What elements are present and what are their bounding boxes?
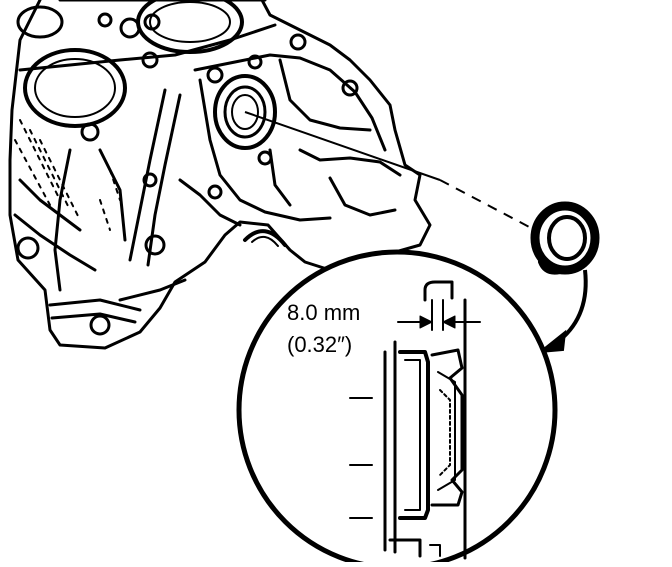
detail-view: 8.0 mm (0.32″) (236, 249, 558, 567)
alignment-line (244, 111, 536, 231)
block-seal-bore (213, 74, 277, 150)
dimension-label-mm: 8.0 mm (287, 300, 360, 325)
crankshaft-seal (530, 201, 600, 275)
cylinder-bore (23, 48, 127, 128)
detail-view-border (236, 249, 558, 567)
dimension-label-in: (0.32″) (287, 332, 352, 357)
engine-block (8, 0, 432, 350)
cylinder-bore (136, 0, 244, 54)
main-bearing-saddle (243, 229, 287, 247)
detail-arrow (536, 269, 588, 354)
block-outline (8, 0, 432, 350)
